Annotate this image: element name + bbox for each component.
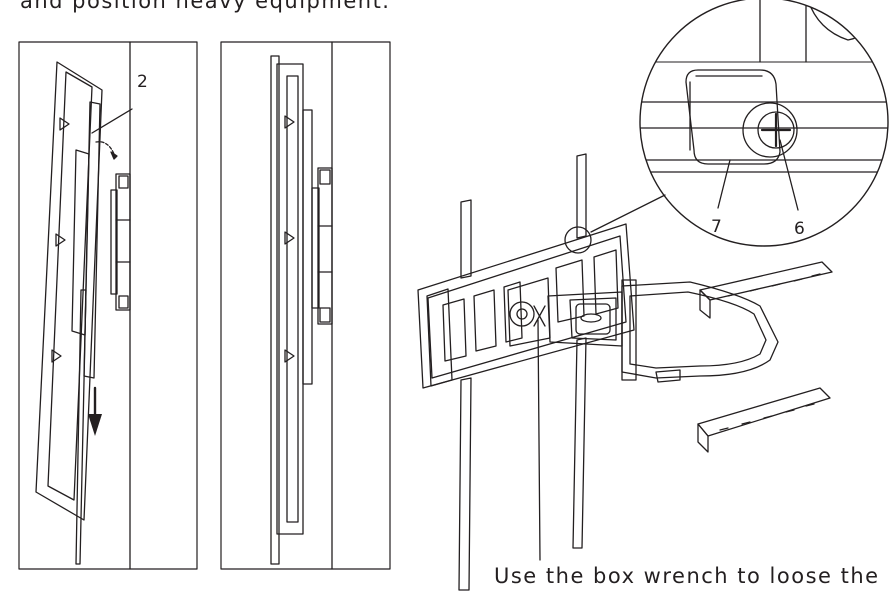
tv-bracket-bottom <box>697 387 831 453</box>
wall-bracket <box>311 167 333 325</box>
step-panel-1 <box>18 41 198 570</box>
wall-bracket <box>110 173 131 311</box>
callout-leader-6 <box>779 139 799 211</box>
wall-plate <box>417 223 635 389</box>
callout-leader <box>537 319 541 561</box>
brand-logo <box>580 313 602 323</box>
instruction-text-bottom: Use the box wrench to loose the <box>494 564 880 588</box>
clamp-bracket <box>685 69 781 165</box>
detail-leader <box>590 194 666 233</box>
articulating-arm <box>547 279 779 383</box>
triangle-marker <box>51 349 62 363</box>
tv-mount-assembly <box>417 153 833 591</box>
detail-highlight <box>564 226 592 254</box>
callout-leader <box>91 108 133 134</box>
callout-label-2: 2 <box>137 72 148 92</box>
callout-label-7: 7 <box>711 217 722 237</box>
triangle-marker <box>59 117 70 131</box>
step-panel-2 <box>220 41 391 570</box>
callout-label-6: 6 <box>794 219 805 239</box>
triangle-marker <box>55 233 66 247</box>
tv-plate-inner <box>47 71 93 501</box>
triangle-marker <box>284 231 295 245</box>
screw-icon <box>742 102 798 158</box>
vertical-rail-left <box>458 199 472 591</box>
tv-plate-outer <box>35 61 103 521</box>
callout-leader-7 <box>717 159 731 209</box>
triangle-marker <box>284 349 295 363</box>
instruction-text-top: and position heavy equipment. <box>20 0 391 13</box>
vertical-arm <box>75 289 87 565</box>
curved-arrow-icon <box>95 141 115 155</box>
vertical-arm <box>270 55 280 565</box>
curved-arrow-head <box>110 151 118 160</box>
down-arrow-icon <box>88 386 102 436</box>
swivel-plate <box>507 277 551 347</box>
vertical-rail-right <box>572 153 587 549</box>
tv-plate-outer <box>276 63 304 535</box>
tv-bracket-top <box>699 261 833 319</box>
triangle-marker <box>284 115 295 129</box>
detail-zoom <box>639 0 889 247</box>
